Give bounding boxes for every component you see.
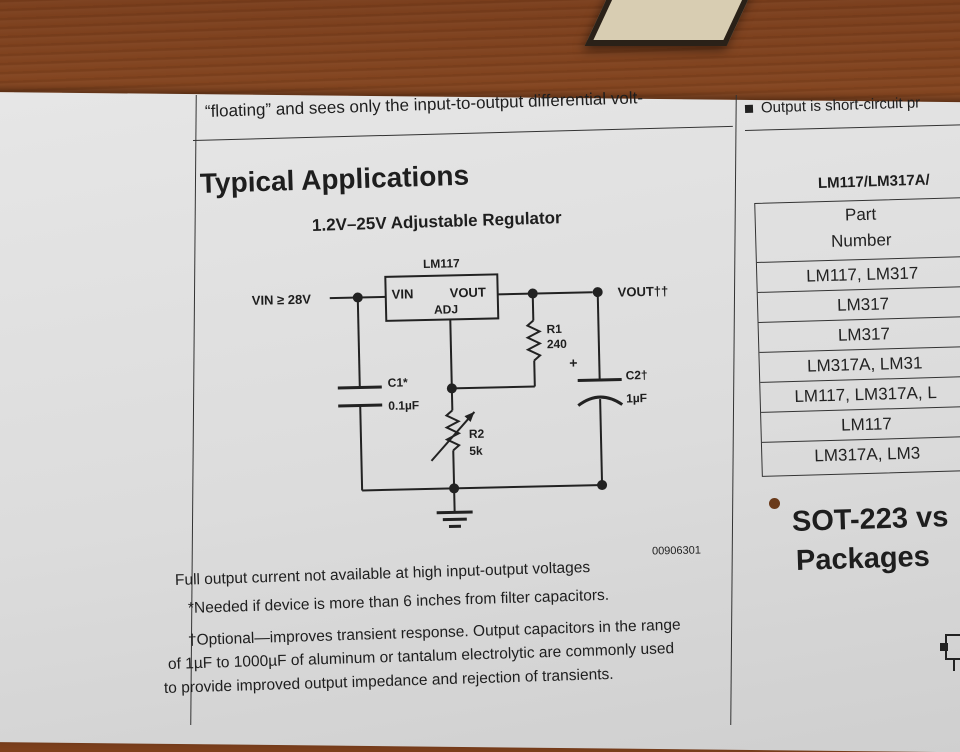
table-header-line2: Number xyxy=(756,222,960,254)
wire-ground-rail xyxy=(362,485,604,490)
r1-value: 240 xyxy=(547,337,568,351)
paper-spot xyxy=(769,498,780,509)
node-adj xyxy=(447,383,457,393)
c1-plate-top xyxy=(338,387,382,388)
output-label: VOUT†† xyxy=(618,283,669,299)
r2-value: 5k xyxy=(469,444,483,458)
input-label: VIN ≥ 28V xyxy=(252,292,312,308)
wire-r1-bottom xyxy=(534,361,535,387)
c1-name: C1* xyxy=(388,375,409,389)
wire-c2-bottom xyxy=(600,399,602,485)
package-outline-icon xyxy=(940,625,960,675)
part-number-table: Part Number LM117, LM317 LM317 LM317 LM3… xyxy=(754,197,960,477)
regulator-schematic: LM117 VIN VOUT ADJ VIN ≥ 28V VOUT†† R1 2… xyxy=(240,240,700,550)
table-title: LM117/LM317A/ xyxy=(818,171,930,192)
table-header: Part Number xyxy=(755,198,960,263)
node-output-c2 xyxy=(593,287,603,297)
r1-resistor xyxy=(527,320,540,360)
r2-name: R2 xyxy=(469,427,485,441)
node-ground xyxy=(449,483,459,493)
c1-plate-bottom xyxy=(338,405,382,406)
node-output xyxy=(528,288,538,298)
pin-vout: VOUT xyxy=(450,285,487,301)
wire-r2-bottom xyxy=(453,450,454,488)
wire-c2-top xyxy=(598,292,600,380)
c2-plate-top xyxy=(578,380,622,381)
side-heading-line2: Packages xyxy=(795,541,930,578)
pin-adj: ADJ xyxy=(434,302,458,317)
wire-c1-bottom xyxy=(360,405,362,490)
ground-bar-1 xyxy=(437,512,473,513)
wire-c1-top xyxy=(358,298,360,388)
bullet-icon xyxy=(745,105,753,113)
node-input xyxy=(353,292,363,302)
node-ground-c2 xyxy=(597,480,607,490)
ground-bar-2 xyxy=(443,519,467,520)
table-row: LM317A, LM3 xyxy=(762,437,960,473)
wire-adj xyxy=(450,319,452,388)
wire-output xyxy=(498,292,593,294)
c2-value: 1µF xyxy=(626,391,647,405)
ic-name: LM117 xyxy=(423,256,460,271)
r1-name: R1 xyxy=(546,322,562,336)
side-heading-line1: SOT-223 vs xyxy=(791,501,948,539)
wire-divider xyxy=(452,387,535,389)
pin-vin: VIN xyxy=(392,286,414,301)
figure-id: 00906301 xyxy=(652,544,701,557)
c2-name: C2† xyxy=(625,368,647,382)
c1-value: 0.1µF xyxy=(388,398,419,413)
c2-plus: + xyxy=(569,355,578,371)
